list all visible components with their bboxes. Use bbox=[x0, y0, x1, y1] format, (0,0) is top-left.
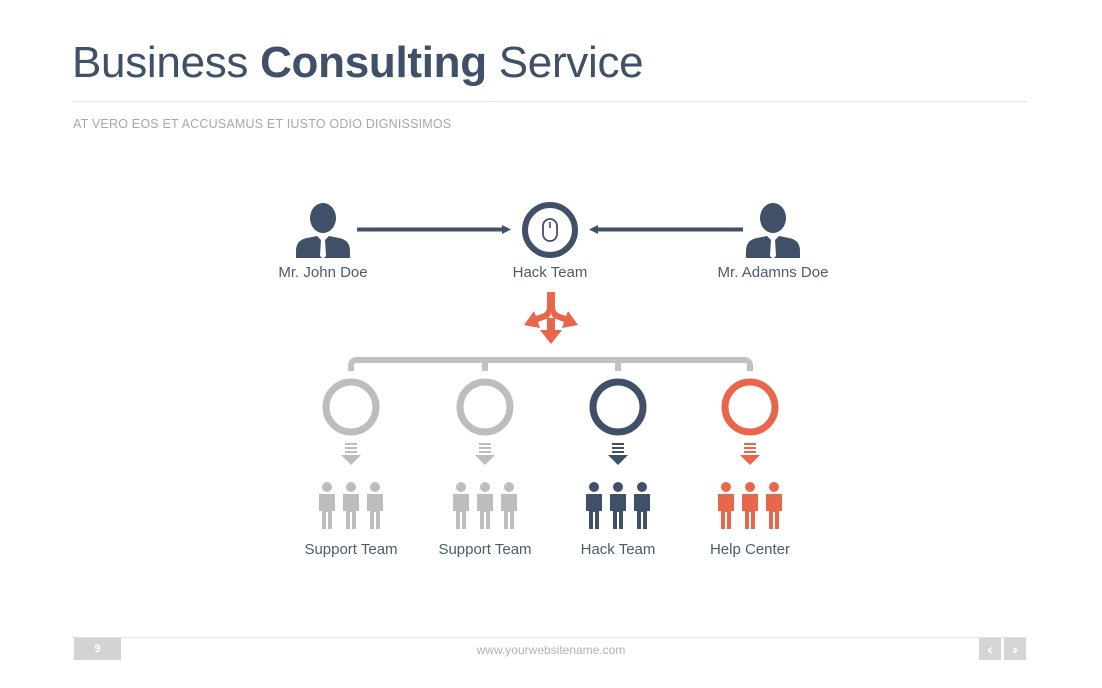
john-doe-icon bbox=[296, 203, 350, 259]
adamns-doe-icon bbox=[746, 203, 800, 259]
hack-team-mouse-icon bbox=[522, 202, 578, 258]
team-support-team-2 bbox=[453, 378, 517, 529]
team-ring-icon bbox=[322, 378, 380, 436]
team-member-icon bbox=[742, 482, 758, 529]
top-label-adamns-doe: Mr. Adamns Doe bbox=[717, 264, 829, 281]
page-title: Business Consulting Service bbox=[72, 38, 644, 88]
team-member-icon bbox=[610, 482, 626, 529]
header-divider bbox=[72, 101, 1027, 102]
team-label-help-center: Help Center bbox=[709, 541, 791, 558]
title-bold: Consulting bbox=[260, 38, 487, 87]
footer-divider bbox=[72, 637, 1027, 638]
team-ring-icon bbox=[456, 378, 514, 436]
connector-right-arrow bbox=[589, 225, 743, 234]
page-subtitle: AT VERO EOS ET ACCUSAMUS ET IUSTO ODIO D… bbox=[73, 117, 452, 131]
down-arrow-icon bbox=[608, 443, 628, 465]
next-page-button[interactable]: › bbox=[1004, 638, 1026, 660]
team-member-icon bbox=[718, 482, 734, 529]
chevron-right-icon: › bbox=[1011, 639, 1019, 659]
team-ring-icon bbox=[589, 378, 647, 436]
top-label-john-doe: Mr. John Doe bbox=[278, 264, 368, 281]
team-member-icon bbox=[501, 482, 517, 529]
title-part-1: Business bbox=[72, 38, 261, 87]
connector-left-arrow bbox=[357, 225, 511, 234]
team-label-support-1: Support Team bbox=[304, 541, 398, 558]
team-member-icon bbox=[367, 482, 383, 529]
team-label-support-2: Support Team bbox=[438, 541, 532, 558]
branch-bracket bbox=[348, 357, 753, 371]
prev-page-button[interactable]: ‹ bbox=[979, 638, 1001, 660]
footer-url: www.yourwebsitename.com bbox=[476, 643, 626, 657]
team-hack-team bbox=[586, 378, 650, 529]
team-support-team-1 bbox=[319, 378, 383, 529]
down-arrow-icon bbox=[475, 443, 495, 465]
down-arrow-icon bbox=[740, 443, 760, 465]
team-label-hack-team: Hack Team bbox=[580, 541, 656, 558]
team-member-icon bbox=[319, 482, 335, 529]
split-arrows-icon bbox=[524, 292, 578, 344]
team-member-icon bbox=[477, 482, 493, 529]
team-ring-icon bbox=[721, 378, 779, 436]
title-part-3: Service bbox=[486, 38, 644, 87]
chevron-left-icon: ‹ bbox=[986, 639, 994, 659]
down-arrow-icon bbox=[341, 443, 361, 465]
team-member-icon bbox=[343, 482, 359, 529]
top-label-hack-team: Hack Team bbox=[512, 264, 588, 281]
page-number: 9 bbox=[74, 638, 121, 660]
team-member-icon bbox=[766, 482, 782, 529]
team-help-center bbox=[718, 378, 782, 529]
team-member-icon bbox=[453, 482, 469, 529]
team-member-icon bbox=[634, 482, 650, 529]
team-member-icon bbox=[586, 482, 602, 529]
